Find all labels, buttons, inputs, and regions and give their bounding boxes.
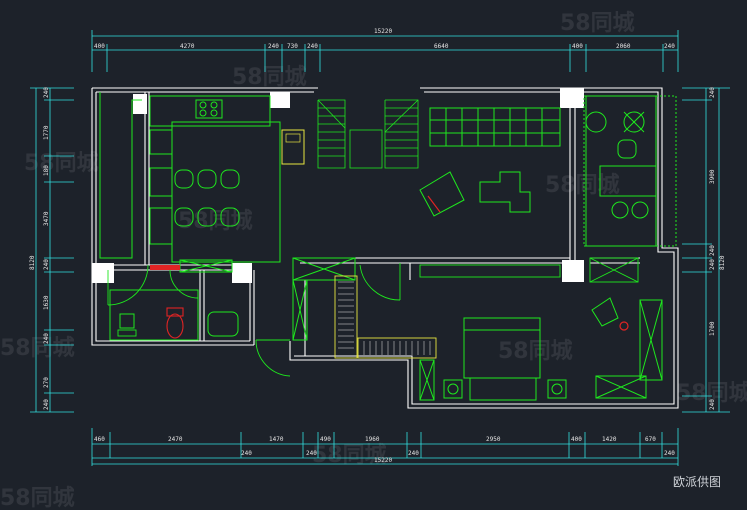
dim-label: 3470 <box>43 211 50 226</box>
dim-label: 2060 <box>616 43 631 50</box>
watermark: 58同城 <box>545 172 620 198</box>
dim-label: 8120 <box>719 255 726 270</box>
watermark: 58同城 <box>0 335 75 361</box>
bottom-dimension-chain <box>91 428 679 466</box>
dim-label: 15220 <box>374 28 392 35</box>
dim-label: 730 <box>287 43 298 50</box>
sink-icon <box>117 329 137 337</box>
dim-label: 180 <box>43 165 50 176</box>
watermark: 58同城 <box>498 338 573 364</box>
left-dimension-labels: 8120 240 1770 180 3470 240 1630 240 270 … <box>29 87 50 410</box>
dim-label: 240 <box>43 333 50 344</box>
bottom-dimension-labels: 460 2470 1470 490 1960 2950 400 1420 670… <box>94 436 675 464</box>
dim-label: 240 <box>664 43 675 50</box>
bedroom-chair-accent <box>619 321 629 331</box>
left-dimension-chain <box>30 87 74 413</box>
dim-label: 2950 <box>486 436 501 443</box>
dim-label: 1420 <box>602 436 617 443</box>
dim-label: 3900 <box>709 169 716 184</box>
dim-label: 15220 <box>374 457 392 464</box>
watermark: 58同城 <box>676 380 747 406</box>
dim-label: 240 <box>307 43 318 50</box>
watermark: 58同城 <box>560 10 635 36</box>
watermark: 58同城 <box>24 150 99 176</box>
dim-label: 400 <box>94 43 105 50</box>
dim-label: 400 <box>571 436 582 443</box>
dim-label: 1700 <box>709 321 716 336</box>
dim-label: 270 <box>43 377 50 388</box>
right-dimension-labels: 8120 240 3900 240 240 1700 240 <box>709 87 726 410</box>
dim-label: 8120 <box>29 255 36 270</box>
dim-label: 240 <box>306 450 317 457</box>
dim-label: 240 <box>709 399 716 410</box>
cabinets <box>419 257 639 283</box>
fridge <box>281 129 305 165</box>
top-dimension-chain <box>91 30 679 72</box>
study-room <box>583 95 677 247</box>
lower-staircase <box>334 275 437 359</box>
watermark: 58同城 <box>0 485 75 510</box>
dim-label: 240 <box>268 43 279 50</box>
image-caption: 欧派供图 <box>672 475 721 489</box>
watermarks: 58同城 58同城 58同城 58同城 58同城 58同城 58同城 58同城 … <box>0 10 747 510</box>
dim-label: 240 <box>709 259 716 270</box>
columns <box>92 88 584 283</box>
dim-label: 240 <box>408 450 419 457</box>
dim-label: 1770 <box>43 125 50 140</box>
dim-label: 240 <box>709 87 716 98</box>
dim-label: 490 <box>320 436 331 443</box>
dim-label: 240 <box>709 245 716 256</box>
dim-label: 6640 <box>434 43 449 50</box>
kitchen-dining <box>99 92 281 263</box>
bedroom <box>419 297 663 401</box>
toilet-icon <box>166 307 184 339</box>
dim-label: 240 <box>241 450 252 457</box>
dim-label: 460 <box>94 436 105 443</box>
dim-label: 1470 <box>269 436 284 443</box>
walls <box>91 87 679 409</box>
dim-label: 400 <box>572 43 583 50</box>
dim-label: 2470 <box>168 436 183 443</box>
right-dimension-chain <box>682 87 730 413</box>
dim-label: 4270 <box>180 43 195 50</box>
dim-label: 240 <box>43 87 50 98</box>
living-room <box>419 107 561 217</box>
chair-accent <box>427 195 441 213</box>
watermark: 58同城 <box>232 64 307 90</box>
dim-label: 1960 <box>365 436 380 443</box>
lower-staircase-treads <box>338 281 431 355</box>
staircase <box>317 99 419 169</box>
top-dimension-labels: 15220 400 4270 240 730 240 6640 400 2060… <box>94 28 675 50</box>
dim-label: 1630 <box>43 295 50 310</box>
dim-label: 240 <box>43 399 50 410</box>
dim-label: 670 <box>645 436 656 443</box>
dim-label: 240 <box>43 259 50 270</box>
dim-label: 240 <box>664 450 675 457</box>
bathroom-threshold <box>150 265 180 270</box>
